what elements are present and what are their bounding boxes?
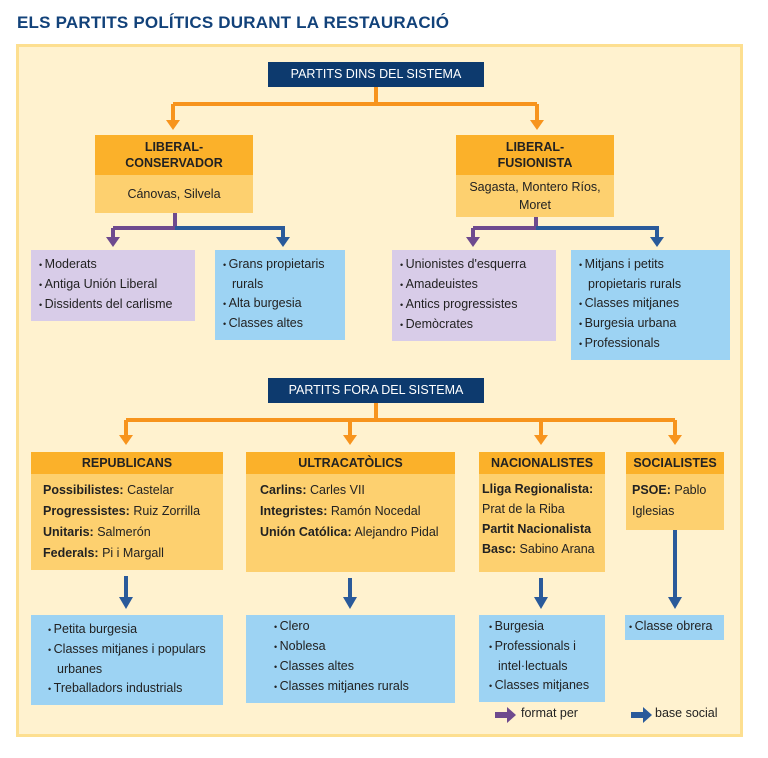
list-item: Classes mitjanes i populars urbanes: [48, 640, 215, 679]
group-leader: Ruiz Zorrilla: [133, 504, 201, 518]
base-social-republicans: Petita burgesia Classes mitjanes i popul…: [31, 615, 223, 705]
group-name: Partit Nacionalista Basc:: [482, 522, 592, 556]
list-item: Dissidents del carlisme: [39, 295, 187, 315]
connector-lc: [111, 213, 177, 239]
group-name: PSOE:: [632, 483, 671, 497]
group-name: Lliga Regionalista:: [482, 482, 594, 496]
list-item: Classes mitjanes: [579, 294, 722, 314]
base-social-lf: Mitjans i petits propietaris rurals Clas…: [571, 250, 730, 360]
orange-connector-fora: [124, 403, 677, 437]
list-item: Amadeuistes: [400, 275, 548, 295]
party-name: ULTRACATÒLICS: [246, 452, 455, 474]
party-liberal-fusionista: LIBERAL- FUSIONISTA Sagasta, Montero Río…: [456, 135, 614, 217]
party-leaders: Sagasta, Montero Ríos, Moret: [456, 175, 614, 217]
list-item: Alta burgesia: [223, 294, 337, 314]
group-leader: Castelar: [127, 483, 174, 497]
base-social-ultracatolics: Clero Noblesa Classes altes Classes mitj…: [246, 615, 455, 703]
list-item: Professionals: [579, 334, 722, 354]
list-item: Demòcrates: [400, 315, 548, 335]
base-social-socialistes: Classe obrera: [625, 615, 724, 640]
format-per-lf: Unionistes d'esquerra Amadeuistes Antics…: [392, 250, 556, 341]
legend-format-per: format per: [521, 706, 578, 720]
list-item: Mitjans i petits propietaris rurals: [579, 255, 722, 294]
party-name: LIBERAL- CONSERVADOR: [95, 135, 253, 175]
group-leader: Ramón Nocedal: [330, 504, 421, 518]
group-name: Progressistes:: [43, 504, 130, 518]
legend-blue-arrow-icon: [631, 707, 652, 723]
group-leader: Pablo Iglesias: [632, 483, 707, 518]
list-item: Classes altes: [223, 314, 337, 334]
list-item: Classe obrera: [629, 617, 720, 637]
legend-purple-arrow-icon: [495, 707, 516, 723]
list-item: Petita burgesia: [48, 620, 215, 640]
diagram-title: ELS PARTITS POLÍTICS DURANT LA RESTAURAC…: [17, 13, 450, 32]
list-item: Antics progressistes: [400, 295, 548, 315]
group-leader: Salmerón: [97, 525, 151, 539]
connector-lc-base: [175, 226, 285, 239]
list-item: Moderats: [39, 255, 187, 275]
party-ultracatolics: ULTRACATÒLICS Carlins: Carles VII Integr…: [246, 452, 455, 572]
group-name: Unitaris:: [43, 525, 94, 539]
list-item: Burgesia urbana: [579, 314, 722, 334]
list-item: Noblesa: [274, 637, 447, 657]
group-name: Possibilistes:: [43, 483, 124, 497]
list-item: Classes mitjanes: [489, 676, 597, 696]
list-item: Antiga Unión Liberal: [39, 275, 187, 295]
party-name: SOCIALISTES: [626, 452, 724, 474]
group-leader: Sabino Arana: [519, 542, 595, 556]
party-leaders: Cánovas, Silvela: [95, 175, 253, 213]
list-item: Treballadors industrials: [48, 679, 215, 699]
base-social-lc: Grans propietaris rurals Alta burgesia C…: [215, 250, 345, 340]
arrowheads: [106, 120, 682, 723]
group-leader: Alejandro Pidal: [354, 525, 439, 539]
format-per-lc: Moderats Antiga Unión Liberal Dissidents…: [31, 250, 195, 321]
list-item: Classes altes: [274, 657, 447, 677]
group-leader: Pi i Margall: [102, 546, 164, 560]
list-item: Classes mitjanes rurals: [274, 677, 447, 697]
base-social-nacionalistes: Burgesia Professionals i intel·lectuals …: [479, 615, 605, 702]
party-name: LIBERAL- FUSIONISTA: [456, 135, 614, 175]
list-item: Burgesia: [489, 617, 597, 637]
group-name: Unión Católica:: [260, 525, 352, 539]
group-name: Integristes:: [260, 504, 328, 518]
legend-base-social: base social: [655, 706, 718, 720]
connector-lf-base: [536, 226, 659, 239]
party-name: REPUBLICANS: [31, 452, 223, 474]
label-partits-fora: PARTITS FORA DEL SISTEMA: [268, 378, 484, 403]
party-nacionalistes: NACIONALISTES Lliga Regionalista: Prat d…: [479, 452, 605, 572]
orange-connector-dins: [171, 86, 539, 122]
list-item: Unionistes d'esquerra: [400, 255, 548, 275]
party-name: NACIONALISTES: [479, 452, 605, 474]
group-leader: Prat de la Riba: [482, 502, 565, 516]
base-arrows: [124, 530, 677, 598]
list-item: Professionals i intel·lectuals: [489, 637, 597, 676]
party-liberal-conservador: LIBERAL- CONSERVADOR Cánovas, Silvela: [95, 135, 253, 213]
label-partits-dins: PARTITS DINS DEL SISTEMA: [268, 62, 484, 87]
party-republicans: REPUBLICANS Possibilistes: Castelar Prog…: [31, 452, 223, 570]
list-item: Clero: [274, 617, 447, 637]
list-item: Grans propietaris rurals: [223, 255, 337, 294]
group-leader: Carles VII: [310, 483, 365, 497]
group-name: Carlins:: [260, 483, 307, 497]
group-name: Federals:: [43, 546, 99, 560]
party-socialistes: SOCIALISTES PSOE: Pablo Iglesias: [626, 452, 724, 530]
